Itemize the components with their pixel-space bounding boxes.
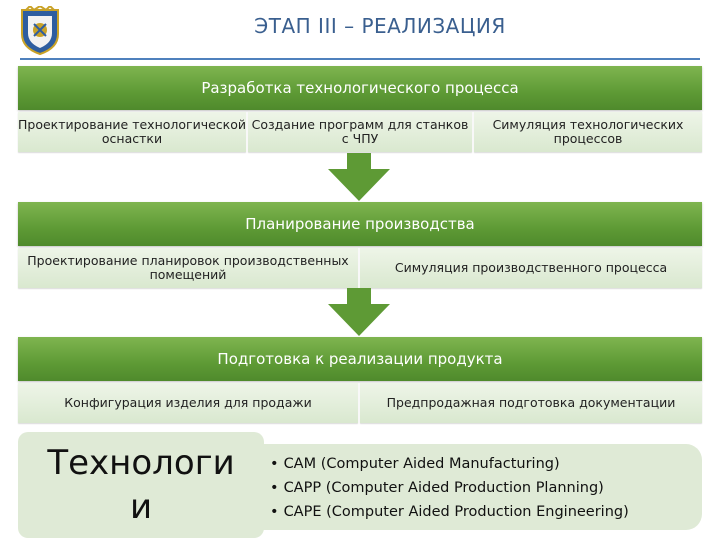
technology-item: •CAPP (Computer Aided Production Plannin…: [270, 480, 604, 496]
down-arrow-icon: [328, 288, 390, 336]
technologies-list-panel: •CAM (Computer Aided Manufacturing) •CAP…: [258, 444, 702, 530]
technologies-heading: Технологии: [47, 443, 235, 527]
stage-3-title: Подготовка к реализации продукта: [217, 350, 503, 368]
stage-1-item-3: Симуляция технологических процессов: [474, 112, 702, 152]
stage-3-band: Подготовка к реализации продукта: [18, 337, 702, 381]
stage-2-item-2: Симуляция производственного процесса: [360, 248, 702, 288]
stage-2-item-1: Проектирование планировок производственн…: [18, 248, 358, 288]
stage-1-band: Разработка технологического процесса: [18, 66, 702, 110]
stage-3-item-2: Предпродажная подготовка документации: [360, 383, 702, 423]
university-crest-icon: [21, 6, 59, 56]
down-arrow-icon: [328, 153, 390, 201]
technology-item: •CAM (Computer Aided Manufacturing): [270, 456, 560, 472]
stage-3-item-1: Конфигурация изделия для продажи: [18, 383, 358, 423]
stage-1-title: Разработка технологического процесса: [201, 79, 519, 97]
stage-2-band: Планирование производства: [18, 202, 702, 246]
stage-1-item-2: Создание программ для станков с ЧПУ: [248, 112, 472, 152]
stage-1-item-1: Проектирование технологической оснастки: [18, 112, 246, 152]
technology-item: •CAPE (Computer Aided Production Enginee…: [270, 504, 629, 520]
stage-2-title: Планирование производства: [245, 215, 475, 233]
page-title: ЭТАП III – РЕАЛИЗАЦИЯ: [254, 14, 506, 38]
technologies-heading-box: Технологии: [18, 432, 264, 538]
title-divider: [20, 58, 700, 60]
